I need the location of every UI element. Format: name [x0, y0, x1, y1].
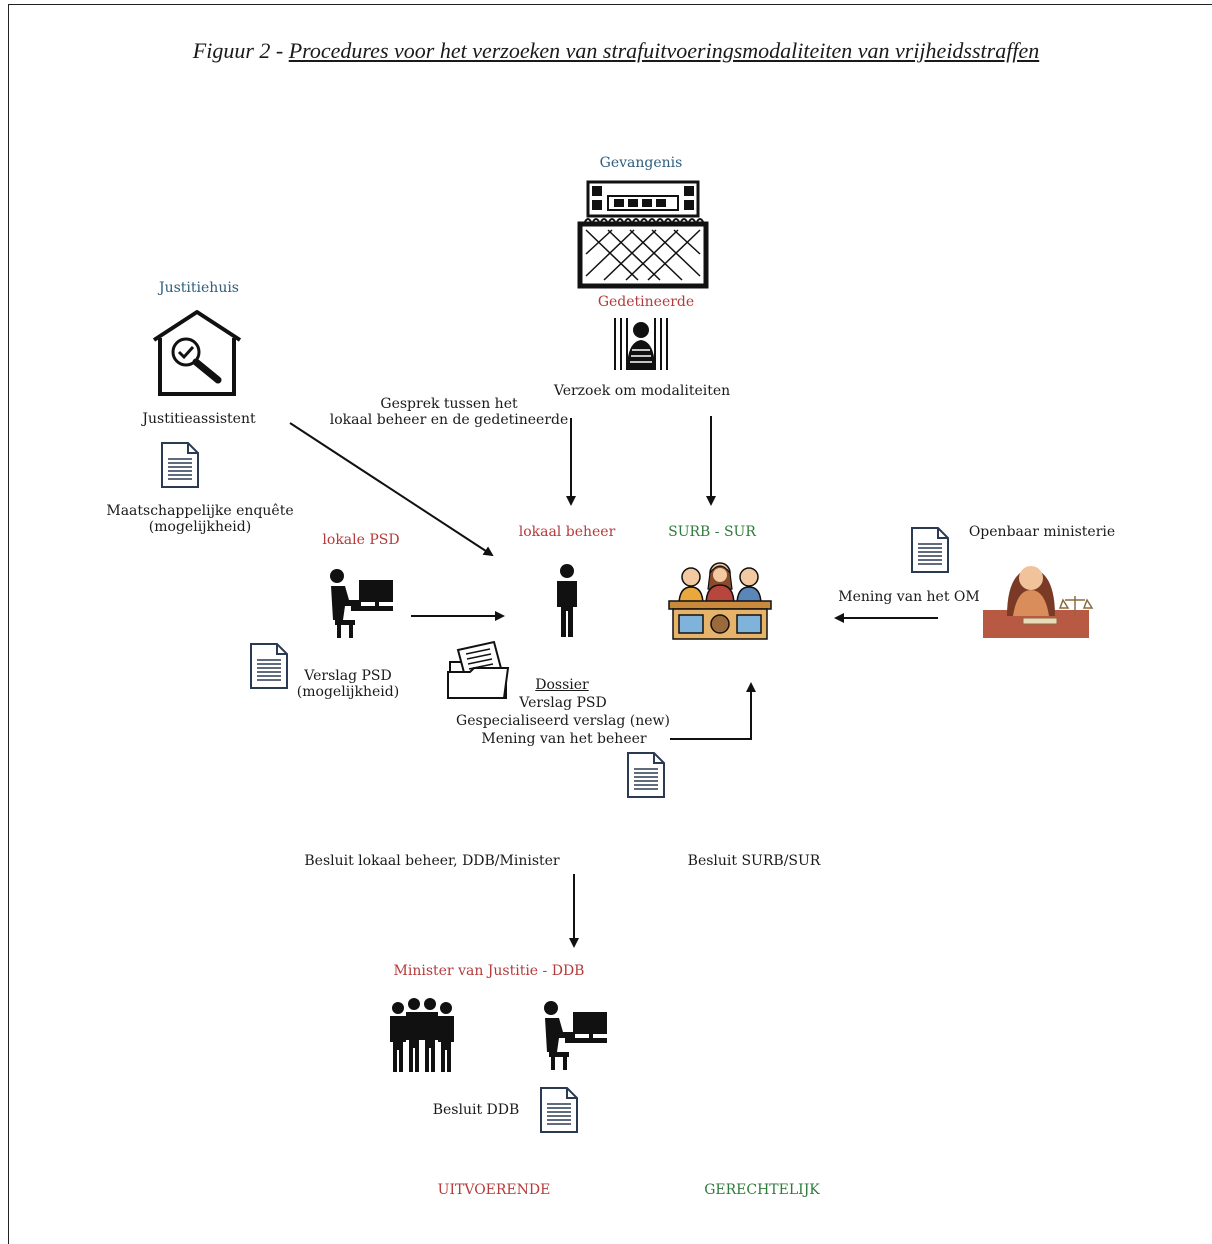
figure-title-prefix: Figuur 2 - [192, 38, 289, 63]
justitiehuis-label: Justitiehuis [158, 280, 240, 296]
figure-title: Figuur 2 - Procedures voor het verzoeken… [0, 38, 1212, 64]
mening-om-label: Mening van het OM [838, 589, 980, 605]
document-icon [161, 442, 199, 488]
dossier-item-3: Mening van het beheer [481, 731, 647, 747]
figure-title-main: Procedures voor het verzoeken van strafu… [288, 38, 1040, 63]
court-judges-bench-icon [668, 562, 772, 640]
besluit-surb-label: Besluit SURB/SUR [687, 853, 821, 869]
enquete-line-2: (mogelijkheid) [148, 519, 252, 535]
prosecutor-scales-icon [983, 566, 1094, 638]
surb-sur-label: SURB - SUR [668, 524, 756, 540]
gesprek-line-1: Gesprek tussen het [380, 396, 518, 412]
besluit-ddb-label: Besluit DDB [432, 1102, 520, 1118]
document-icon [250, 643, 288, 689]
uitvoerende-label: UITVOERENDE [437, 1182, 551, 1198]
dossier-folders-icon [447, 640, 510, 699]
page-frame [8, 4, 1212, 1244]
document-icon [911, 527, 949, 573]
document-icon [627, 752, 665, 798]
justitieassistent-label: Justitieassistent [142, 411, 256, 427]
person-at-computer-icon [330, 569, 393, 638]
verzoek-label: Verzoek om modaliteiten [553, 383, 731, 399]
person-at-computer-icon [544, 1001, 607, 1070]
minister-label: Minister van Justitie - DDB [393, 963, 585, 979]
dossier-heading: Dossier [535, 677, 589, 693]
gedetineerde-label: Gedetineerde [597, 294, 695, 310]
prisoner-behind-bars-icon [614, 318, 668, 370]
lokale-psd-label: lokale PSD [322, 532, 400, 548]
verslag-psd-line-2: (mogelijkheid) [296, 684, 400, 700]
house-magnifier-icon [152, 310, 242, 396]
verslag-psd-line-1: Verslag PSD [304, 668, 392, 684]
enquete-line-1: Maatschappelijke enquête [106, 503, 294, 519]
gesprek-line-2: lokaal beheer en de gedetineerde [329, 412, 569, 428]
standing-person-icon [557, 564, 577, 637]
dossier-item-1: Verslag PSD [519, 695, 607, 711]
besluit-lokaal-label: Besluit lokaal beheer, DDB/Minister [304, 853, 560, 869]
group-of-people-icon [390, 998, 454, 1072]
prison-building-icon [577, 180, 709, 289]
gerechtelijk-label: GERECHTELIJK [704, 1182, 820, 1198]
lokaal-beheer-label: lokaal beheer [518, 524, 616, 540]
openbaar-ministerie-label: Openbaar ministerie [968, 524, 1116, 540]
dossier-item-2: Gespecialiseerd verslag (new) [456, 713, 670, 729]
gevangenis-label: Gevangenis [599, 155, 683, 171]
document-icon [540, 1087, 578, 1133]
